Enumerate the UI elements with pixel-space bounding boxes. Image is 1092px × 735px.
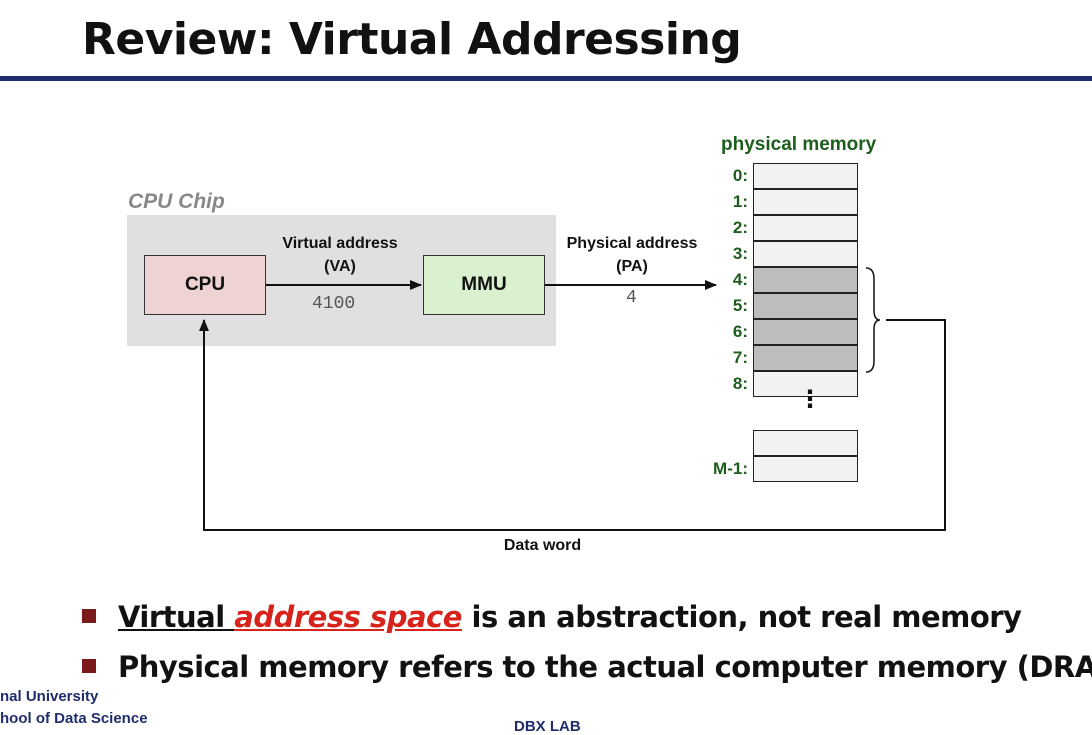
memory-cell — [753, 319, 858, 345]
va-value: 4100 — [312, 294, 356, 314]
memory-cell — [753, 267, 858, 293]
memory-cell — [753, 241, 858, 267]
memory-cell — [753, 215, 858, 241]
physical-memory-title: physical memory — [721, 134, 877, 155]
memory-address-label: 1: — [732, 192, 748, 211]
mmu-box: MMU — [423, 255, 545, 315]
bullet-1-emphasis: address space — [234, 600, 462, 634]
bullet-square-icon — [82, 609, 96, 623]
title-rule — [0, 76, 1092, 81]
bullet-square-icon — [82, 659, 96, 673]
ellipsis-glyph: ⋮ — [798, 386, 822, 413]
bullet-1-pre: Virtual — [118, 600, 235, 634]
memory-cell-last — [753, 456, 858, 482]
footer-university-line1: nal University — [0, 688, 99, 705]
pa-value: 4 — [626, 288, 637, 308]
memory-address-label: 7: — [732, 348, 748, 367]
va-label-line2: (VA) — [324, 258, 356, 275]
slide-title: Review: Virtual Addressing — [82, 14, 742, 65]
memory-address-label: 3: — [732, 244, 748, 263]
data-word-brace — [865, 267, 881, 373]
memory-cell-gap — [753, 430, 858, 456]
memory-ellipsis: ⋮ — [798, 388, 822, 412]
cpu-chip-label: CPU Chip — [128, 190, 225, 213]
bullet-2: Physical memory refers to the actual com… — [82, 650, 1092, 684]
memory-cell — [753, 293, 858, 319]
memory-address-last: M-1: — [713, 459, 748, 478]
memory-cell — [753, 371, 858, 397]
va-label-line1: Virtual address — [282, 235, 398, 252]
data-word-arrow — [199, 319, 946, 531]
cpu-box: CPU — [144, 255, 266, 315]
bullet-2-text: Physical memory refers to the actual com… — [118, 650, 1092, 684]
data-word-label: Data word — [503, 537, 582, 554]
memory-address-label: 2: — [732, 218, 748, 237]
memory-cell — [753, 163, 858, 189]
memory-address-label: 0: — [732, 166, 748, 185]
memory-cell — [753, 189, 858, 215]
bullet-1: Virtual address space is an abstraction,… — [82, 600, 1022, 634]
bullet-1-post: is an abstraction, not real memory — [461, 600, 1022, 634]
footer-lab-name: DBX LAB — [514, 718, 581, 735]
pa-label-line2: (PA) — [616, 258, 648, 275]
memory-cell — [753, 345, 858, 371]
pa-label-line1: Physical address — [566, 235, 698, 252]
memory-address-label: 8: — [732, 374, 748, 393]
memory-address-label: 5: — [732, 296, 748, 315]
memory-address-label: 4: — [732, 270, 748, 289]
footer-university-line2: hool of Data Science — [0, 710, 148, 727]
memory-address-label: 6: — [732, 322, 748, 341]
